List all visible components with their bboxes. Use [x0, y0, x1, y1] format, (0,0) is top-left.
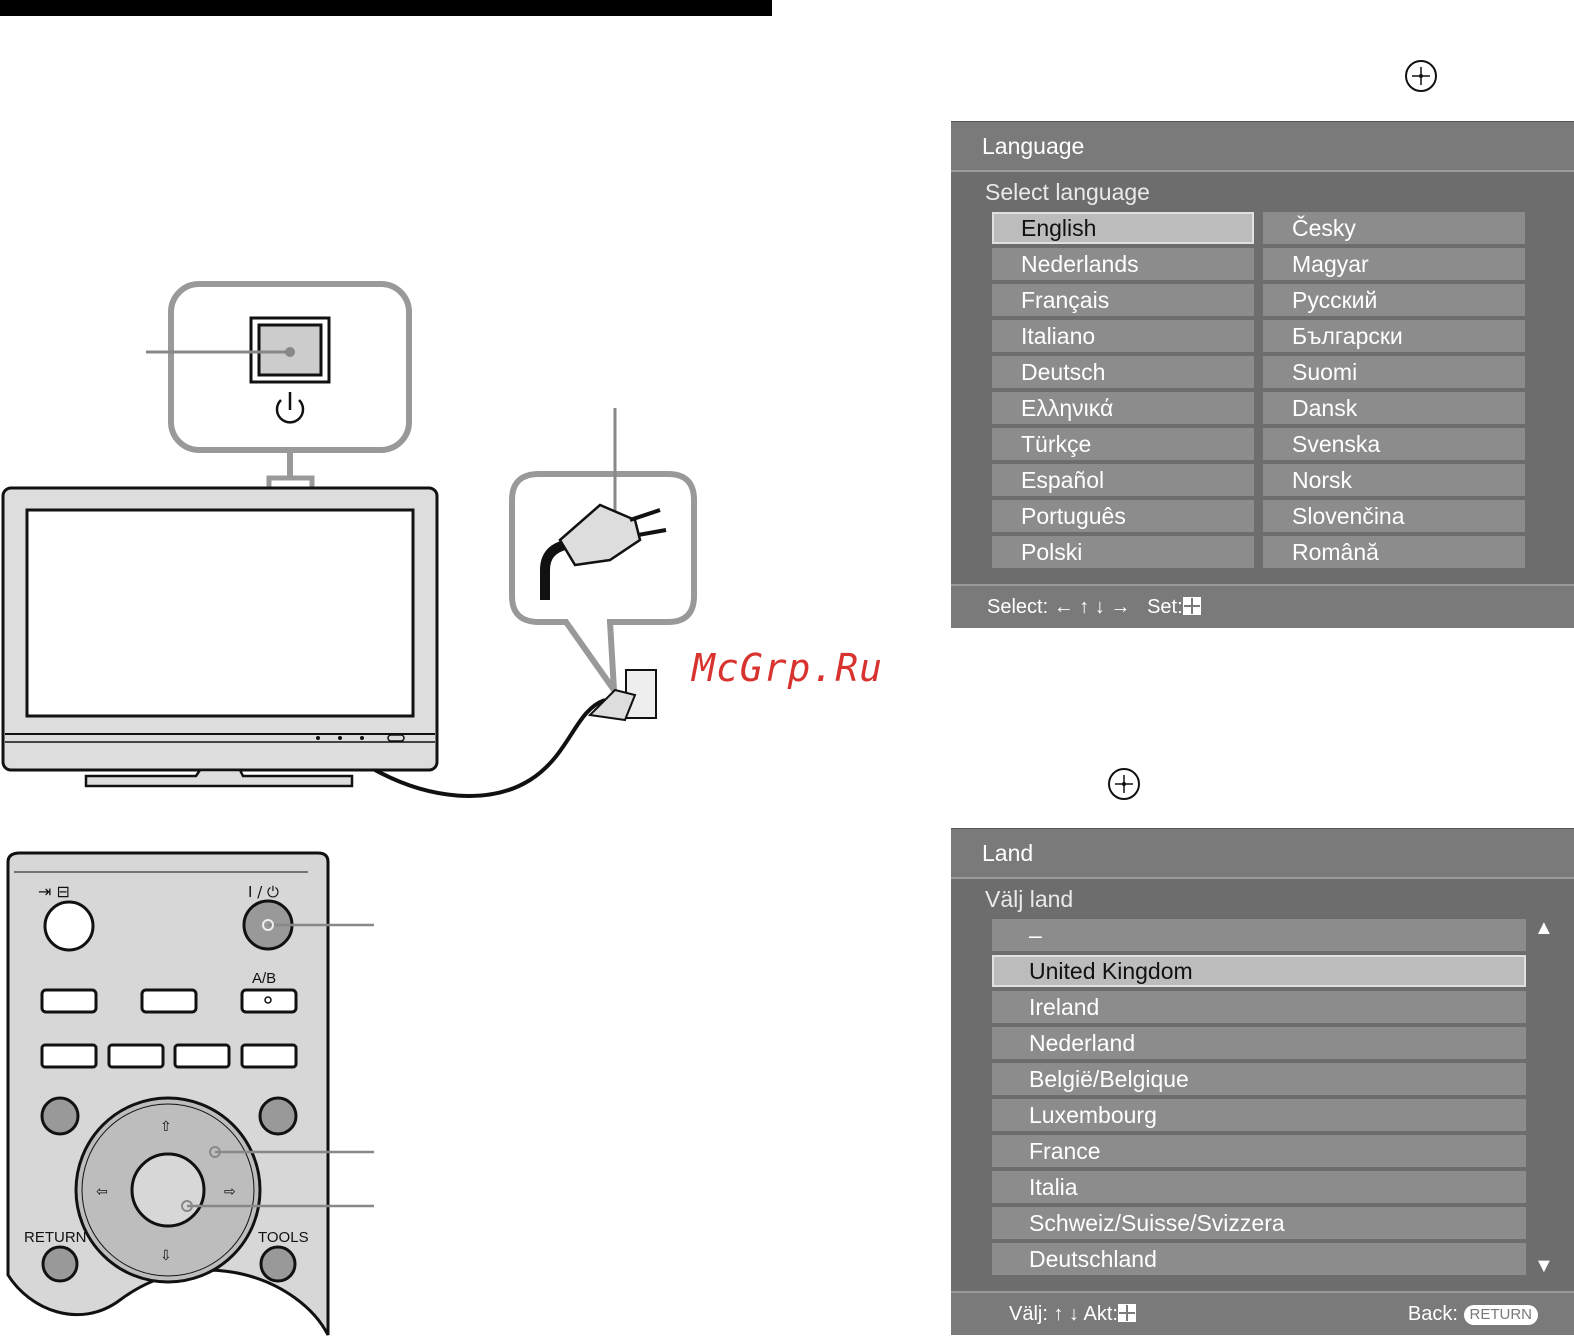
power-label: I / ⏻ [248, 883, 279, 901]
footer-back-label: Back: [1407, 1303, 1458, 1325]
arrow-keys-icon: ← ↑ ↓ → [1053, 596, 1131, 618]
footer-select-label: Välj: [1009, 1303, 1048, 1325]
plug-callout [509, 408, 697, 722]
tools-label: TOOLS [258, 1229, 309, 1246]
language-option[interactable]: Français [992, 284, 1254, 316]
tv-set [1, 486, 606, 799]
scroll-up-icon[interactable]: ▲ [1534, 917, 1554, 939]
plug-icon [540, 503, 667, 600]
language-option[interactable]: Slovenčina [1263, 500, 1525, 532]
language-option[interactable]: Deutsch [992, 356, 1254, 388]
return-label: RETURN [24, 1229, 87, 1246]
power-button-callout [146, 281, 412, 501]
ab-label: A/B [252, 970, 276, 987]
svg-text:⇩: ⇩ [160, 1248, 172, 1264]
wall-socket [587, 669, 657, 722]
language-option[interactable]: Nederlands [992, 248, 1254, 280]
language-option[interactable]: Magyar [1263, 248, 1525, 280]
language-option[interactable]: Česky [1263, 212, 1525, 244]
language-option[interactable]: Ελληνικά [992, 392, 1254, 424]
language-option[interactable]: Svenska [1263, 428, 1525, 460]
country-option[interactable]: Nederland [992, 1027, 1526, 1059]
panel-footer: Select: ← ↑ ↓ → Set: [951, 584, 1574, 628]
scroll-down-icon[interactable]: ▼ [1534, 1255, 1554, 1277]
country-option[interactable]: Schweiz/Suisse/Svizzera [992, 1207, 1526, 1239]
panel-subtitle: Välj land [985, 886, 1074, 912]
country-option[interactable]: – [992, 919, 1526, 951]
footer-set-label: Akt: [1083, 1303, 1118, 1325]
country-option[interactable]: France [992, 1135, 1526, 1167]
svg-text:⇥ ⊟: ⇥ ⊟ [38, 882, 70, 901]
country-option[interactable]: Ireland [992, 991, 1526, 1023]
language-option[interactable]: Български [1263, 320, 1525, 352]
panel-footer: Välj: ↑ ↓ Akt: Back: RETURN [951, 1291, 1574, 1335]
country-option[interactable]: United Kingdom [992, 955, 1526, 987]
language-option[interactable]: Dansk [1263, 392, 1525, 424]
footer-set-label: Set: [1147, 596, 1183, 618]
country-option[interactable]: België/Belgique [992, 1063, 1526, 1095]
enter-key-icon [1182, 597, 1201, 615]
country-option[interactable]: Deutschland [992, 1243, 1526, 1275]
language-option[interactable]: Español [992, 464, 1254, 496]
remote-control: ⇥ ⊟ ⇧ ⇩ ⇦ ⇨ RETURN TOOLS A/B I / ⏻ [6, 851, 374, 1336]
language-option[interactable]: Norsk [1263, 464, 1525, 496]
svg-text:⇦: ⇦ [96, 1184, 108, 1200]
footer-select-label: Select: [987, 596, 1049, 618]
language-option[interactable]: Suomi [1263, 356, 1525, 388]
language-option[interactable]: Türkçe [992, 428, 1254, 460]
enter-key-icon [1117, 1304, 1136, 1322]
svg-text:⇨: ⇨ [224, 1184, 236, 1200]
enter-circle-icon [1108, 768, 1140, 800]
arrow-keys-icon: ↑ ↓ [1053, 1303, 1080, 1325]
tv-setup-illustration: ⇥ ⊟ ⇧ ⇩ ⇦ ⇨ RETURN TOOLS A/B I / ⏻ [1, 281, 697, 1336]
return-key-icon: RETURN [1463, 1305, 1538, 1325]
language-option[interactable]: English [992, 212, 1254, 244]
header-rule [0, 0, 772, 16]
enter-circle-icon [1405, 60, 1437, 92]
panel-title: Land [951, 829, 1574, 879]
country-option[interactable]: Italia [992, 1171, 1526, 1203]
country-option[interactable]: Luxembourg [992, 1099, 1526, 1131]
svg-text:⇧: ⇧ [160, 1119, 172, 1135]
language-option[interactable]: Polski [992, 536, 1254, 568]
language-option[interactable]: Română [1263, 536, 1525, 568]
power-icon [275, 392, 305, 424]
panel-title: Language [951, 122, 1574, 172]
language-option[interactable]: Русский [1263, 284, 1525, 316]
panel-subtitle: Select language [985, 179, 1150, 205]
watermark: McGrp.Ru [692, 646, 884, 690]
language-option[interactable]: Italiano [992, 320, 1254, 352]
language-option[interactable]: Português [992, 500, 1254, 532]
